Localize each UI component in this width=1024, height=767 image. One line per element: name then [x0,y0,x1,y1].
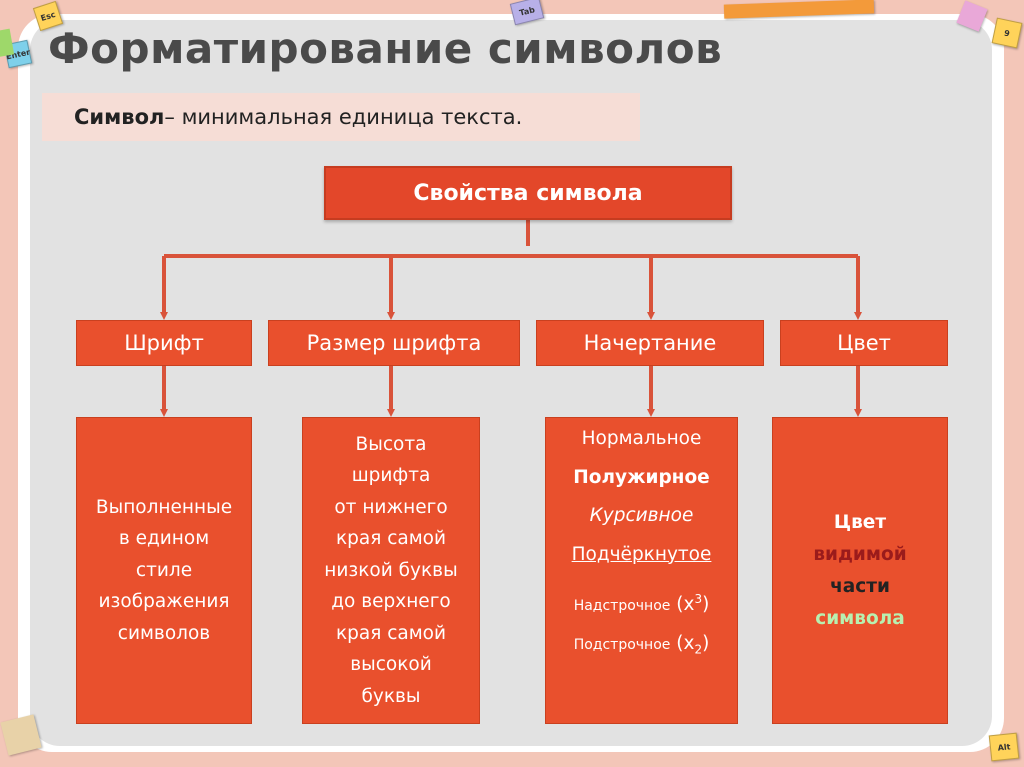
detail-size-line: от нижнего [334,492,447,524]
detail-font: Выполненные в едином стиле изображения с… [76,417,252,724]
detail-font-line: изображения [99,586,230,618]
superscript-label: Надстрочное [574,598,671,614]
category-font: Шрифт [76,320,252,366]
style-underline: Подчёркнутое [572,536,712,575]
style-italic: Курсивное [590,497,694,536]
style-superscript: Надстрочное (x3) [574,580,710,625]
detail-size-line: края самой [336,523,446,555]
subscript-label: Подстрочное [574,637,671,653]
category-font-style: Начертание [536,320,764,366]
category-color: Цвет [780,320,948,366]
color-line: видимой [813,539,906,571]
detail-styles: Нормальное Полужирное Курсивное Подчёркн… [545,417,738,724]
detail-size-line: низкой буквы [324,555,457,587]
detail-size: Высота шрифта от нижнего края самой низк… [302,417,480,724]
detail-size-line: шрифта [352,460,431,492]
detail-size-line: края самой [336,618,446,650]
detail-color: Цвет видимой части символа [772,417,948,724]
style-bold: Полужирное [573,459,709,498]
color-line: символа [815,603,905,635]
detail-font-line: в едином [119,523,209,555]
subscript-example: (x2) [676,633,709,654]
style-normal: Нормальное [582,420,702,459]
detail-font-line: Выполненные [96,492,232,524]
category-font-size: Размер шрифта [268,320,520,366]
detail-font-line: символов [118,618,210,650]
detail-size-line: Высота [356,429,427,461]
detail-font-line: стиле [136,555,192,587]
root-node: Свойства символа [324,166,732,220]
detail-size-line: буквы [361,681,420,713]
detail-size-line: до верхнего [331,586,450,618]
color-line: Цвет [834,507,886,539]
style-subscript: Подстрочное (x2) [574,625,710,669]
superscript-example: (x3) [676,594,709,615]
color-line: части [830,571,890,603]
detail-size-line: высокой [350,649,432,681]
